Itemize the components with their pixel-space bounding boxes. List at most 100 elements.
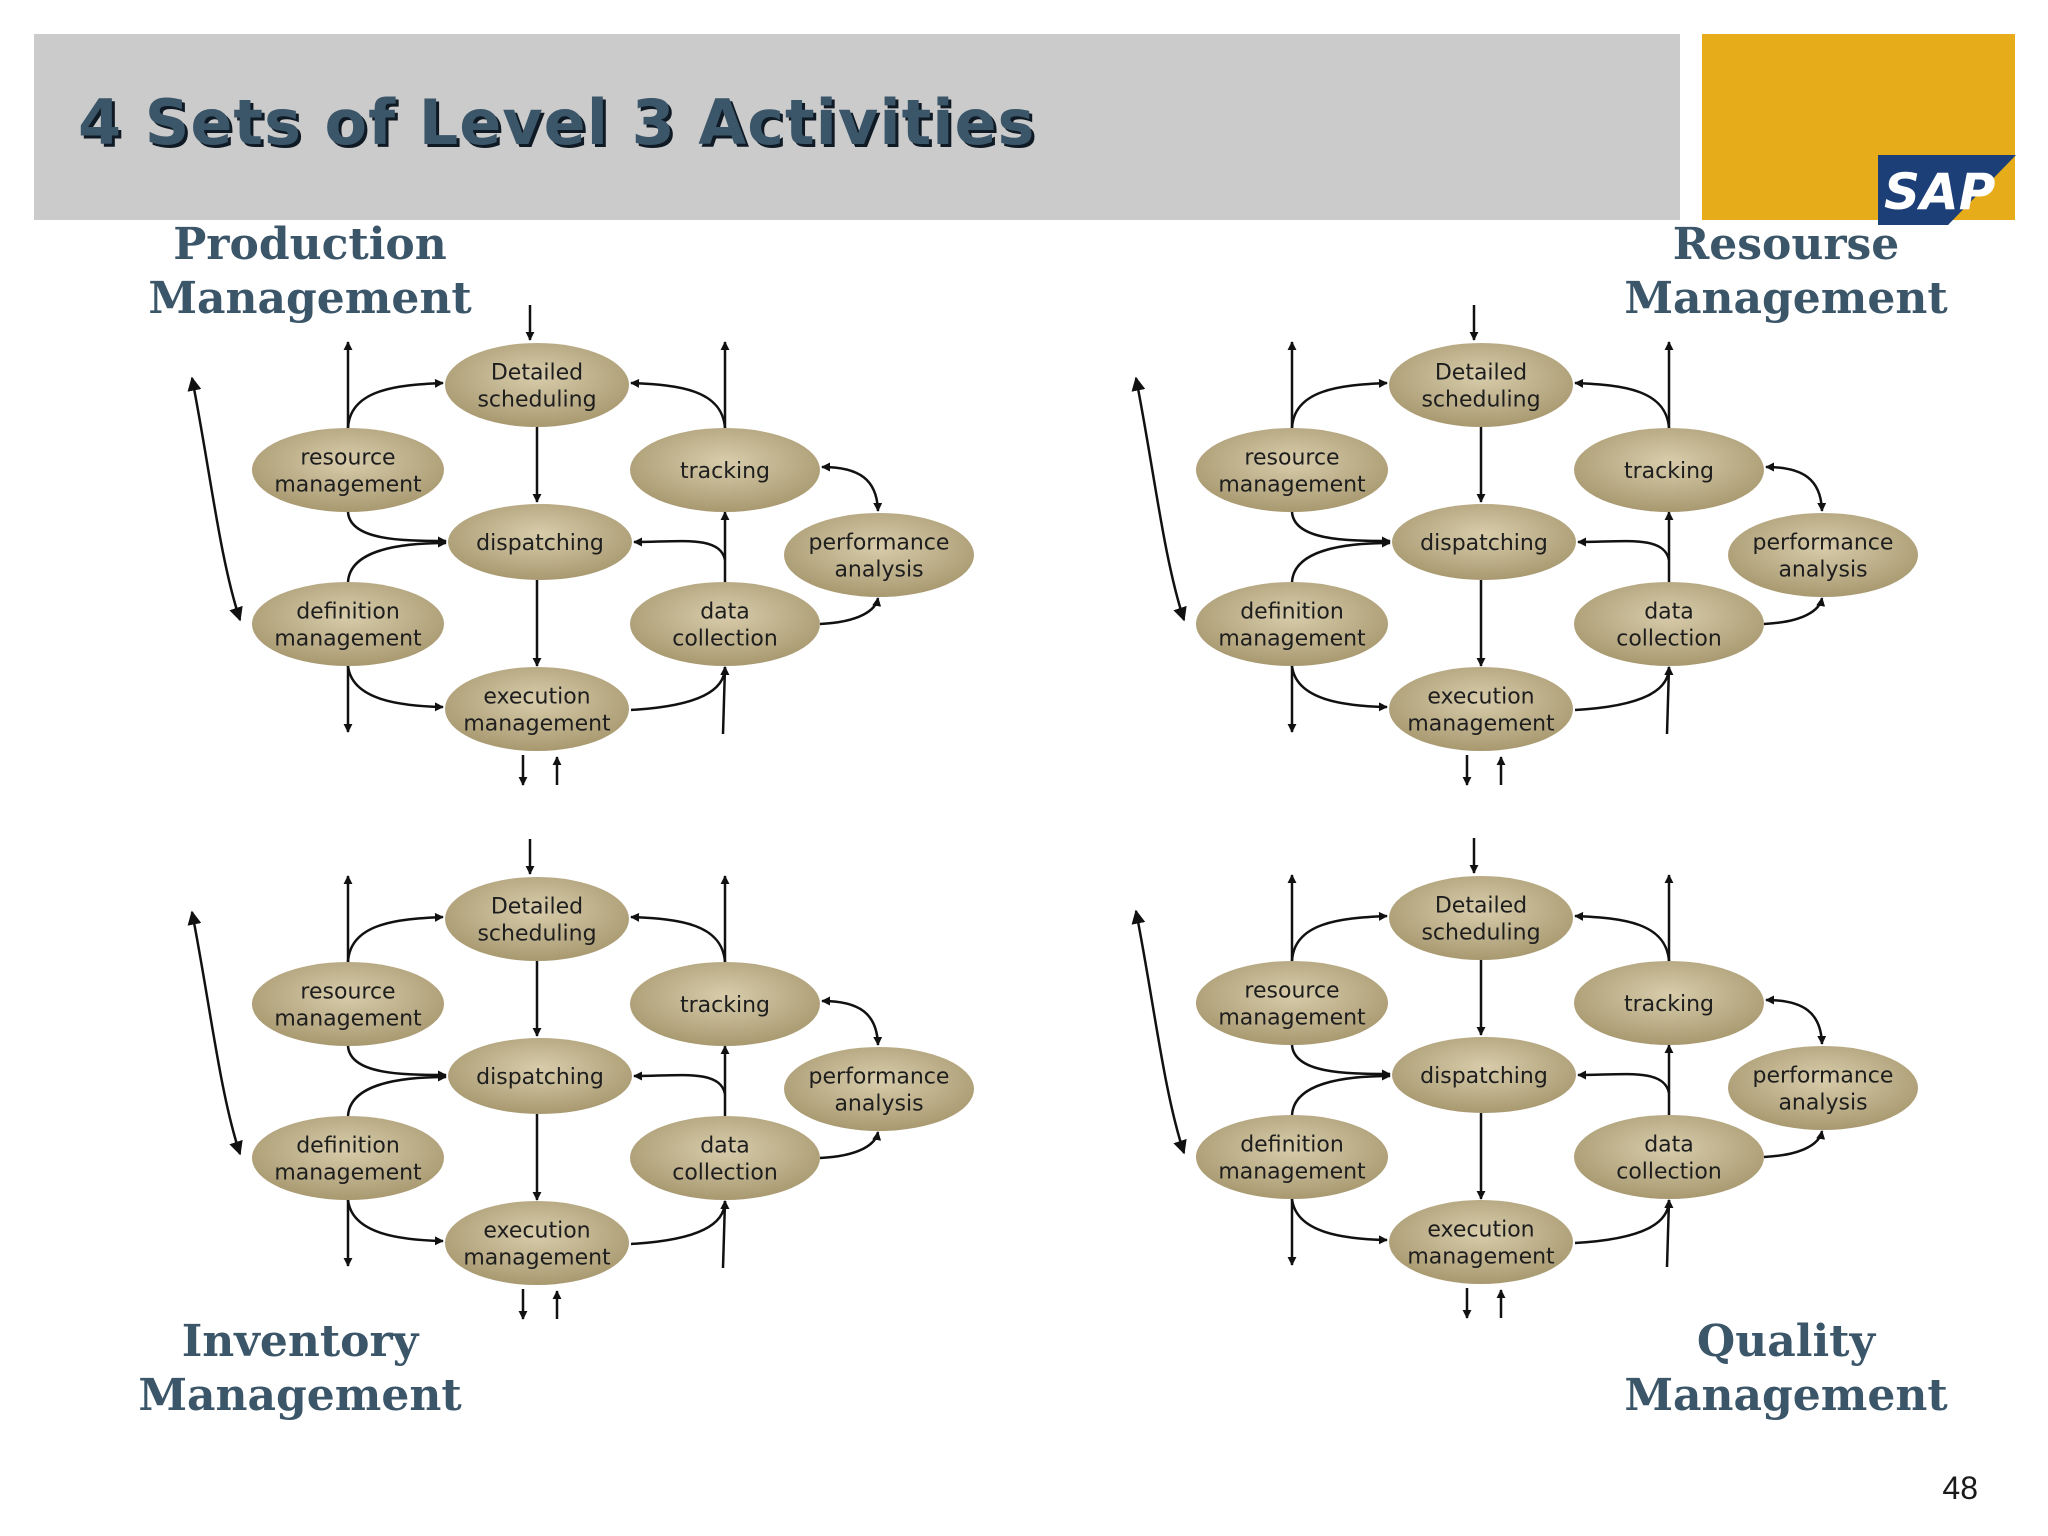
- connector-arrow: [1577, 537, 1671, 561]
- connector-arrow: [1574, 911, 1671, 962]
- node-label: management: [1218, 1006, 1366, 1031]
- node-label: dispatching: [1420, 531, 1548, 556]
- connector-arrow: [1131, 376, 1187, 622]
- node-label: dispatching: [476, 531, 604, 556]
- connector-arrow: [1664, 1199, 1674, 1268]
- node-label: management: [274, 627, 422, 652]
- node-label: performance: [809, 1065, 950, 1090]
- node-label: analysis: [834, 558, 923, 583]
- connector-arrow: [630, 912, 727, 963]
- node-label: scheduling: [1421, 921, 1540, 946]
- node-label: data: [1644, 600, 1694, 625]
- node-label: performance: [1753, 1064, 1894, 1089]
- node-label: management: [1407, 1245, 1555, 1270]
- node-ellipse: [445, 877, 629, 961]
- connector-arrow: [1574, 666, 1674, 712]
- node-label: tracking: [680, 993, 770, 1018]
- node-label: Detailed: [1435, 361, 1527, 386]
- node-label: scheduling: [477, 388, 596, 413]
- node-label: performance: [809, 531, 950, 556]
- page-number: 48: [1942, 1470, 1978, 1506]
- node-label: management: [274, 1007, 422, 1032]
- quadrant-label-resource: Resourse Management: [1606, 218, 1966, 326]
- connector-arrow: [821, 996, 883, 1046]
- quadrant-label-inventory: Inventory Management: [120, 1315, 480, 1423]
- quadrant-label-line: Inventory: [181, 1316, 419, 1367]
- node-label: data: [700, 600, 750, 625]
- node-ellipse: [1389, 1200, 1573, 1284]
- connector-arrow: [1290, 1071, 1391, 1116]
- quadrant-label-line: Management: [1624, 1370, 1948, 1421]
- node-ellipse: [1196, 961, 1388, 1045]
- quadrant-label-line: Resourse: [1672, 219, 1900, 270]
- node-ellipse: [1392, 1037, 1576, 1113]
- connector-arrow: [630, 1200, 730, 1246]
- node-ellipse: [784, 1047, 974, 1131]
- node-label: tracking: [1624, 459, 1714, 484]
- connector-arrow: [1290, 511, 1391, 546]
- connector-arrow: [346, 1045, 447, 1080]
- connector-arrow: [1290, 1044, 1391, 1079]
- connector-arrow: [346, 1199, 444, 1246]
- node-label: management: [274, 1161, 422, 1186]
- node-label: definition: [296, 1134, 400, 1159]
- node-label: analysis: [1778, 558, 1867, 583]
- node-ellipse: [448, 504, 632, 580]
- node-ellipse: [1728, 513, 1918, 597]
- connector-arrow: [630, 378, 727, 429]
- connector-arrow: [1763, 597, 1826, 626]
- node-tracking: tracking: [1574, 428, 1764, 512]
- title-bar: [34, 34, 1680, 220]
- node-ellipse: [445, 343, 629, 427]
- connector-arrow: [1290, 665, 1388, 712]
- node-label: resource: [1244, 979, 1339, 1004]
- node-ellipse: [252, 1116, 444, 1200]
- node-label: management: [274, 473, 422, 498]
- node-label: resource: [1244, 446, 1339, 471]
- node-label: dispatching: [476, 1065, 604, 1090]
- sap-logo: SAP: [1878, 155, 2016, 225]
- connector-arrow: [346, 665, 444, 712]
- connector-arrow: [1765, 462, 1827, 512]
- node-ellipse: [1196, 582, 1388, 666]
- node-tracking: tracking: [630, 962, 820, 1046]
- connector-arrow: [1290, 1198, 1388, 1245]
- connector-arrow: [1290, 378, 1388, 429]
- node-ellipse: [252, 582, 444, 666]
- node-label: analysis: [1778, 1091, 1867, 1116]
- connector-arrow: [819, 1131, 882, 1160]
- node-ellipse: [630, 428, 820, 512]
- node-label: management: [463, 1246, 611, 1271]
- node-ellipse: [1389, 343, 1573, 427]
- quadrant-label-line: Management: [138, 1370, 462, 1421]
- node-dispatching: dispatching: [448, 1038, 632, 1114]
- node-label: collection: [1616, 1160, 1722, 1185]
- connector-arrow: [1577, 1070, 1671, 1094]
- connector-arrow: [1763, 1130, 1826, 1159]
- node-label: tracking: [1624, 992, 1714, 1017]
- node-label: collection: [672, 627, 778, 652]
- connector-arrow: [1574, 1199, 1674, 1245]
- node-ellipse: [1392, 504, 1576, 580]
- diagram-quality: Detailedschedulingresourcemanagementtrac…: [1131, 838, 1918, 1319]
- node-ellipse: [630, 962, 820, 1046]
- quadrant-label-line: Production: [173, 219, 447, 270]
- node-tracking: tracking: [1574, 961, 1764, 1045]
